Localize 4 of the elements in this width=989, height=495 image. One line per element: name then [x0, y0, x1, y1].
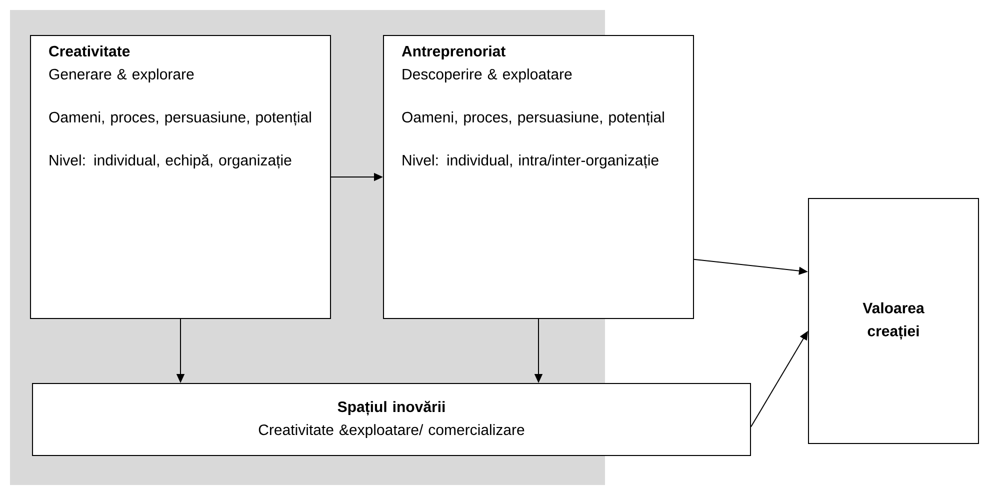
result-box: Valoarea creației [808, 198, 979, 444]
concept-box: Creativitate Generare & explorare Oameni, proces, persuasiune, potențial Nivel: individual, echipă, organizație [30, 35, 331, 319]
concept-box: Antreprenoriat Descoperire & exploatare Oameni, proces, persuasiune, potențial Nivel: individual, intra/inter-organizație [383, 35, 694, 319]
process-box: Spațiul inovării Creativitate &exploatare/ comercializare [32, 383, 751, 456]
